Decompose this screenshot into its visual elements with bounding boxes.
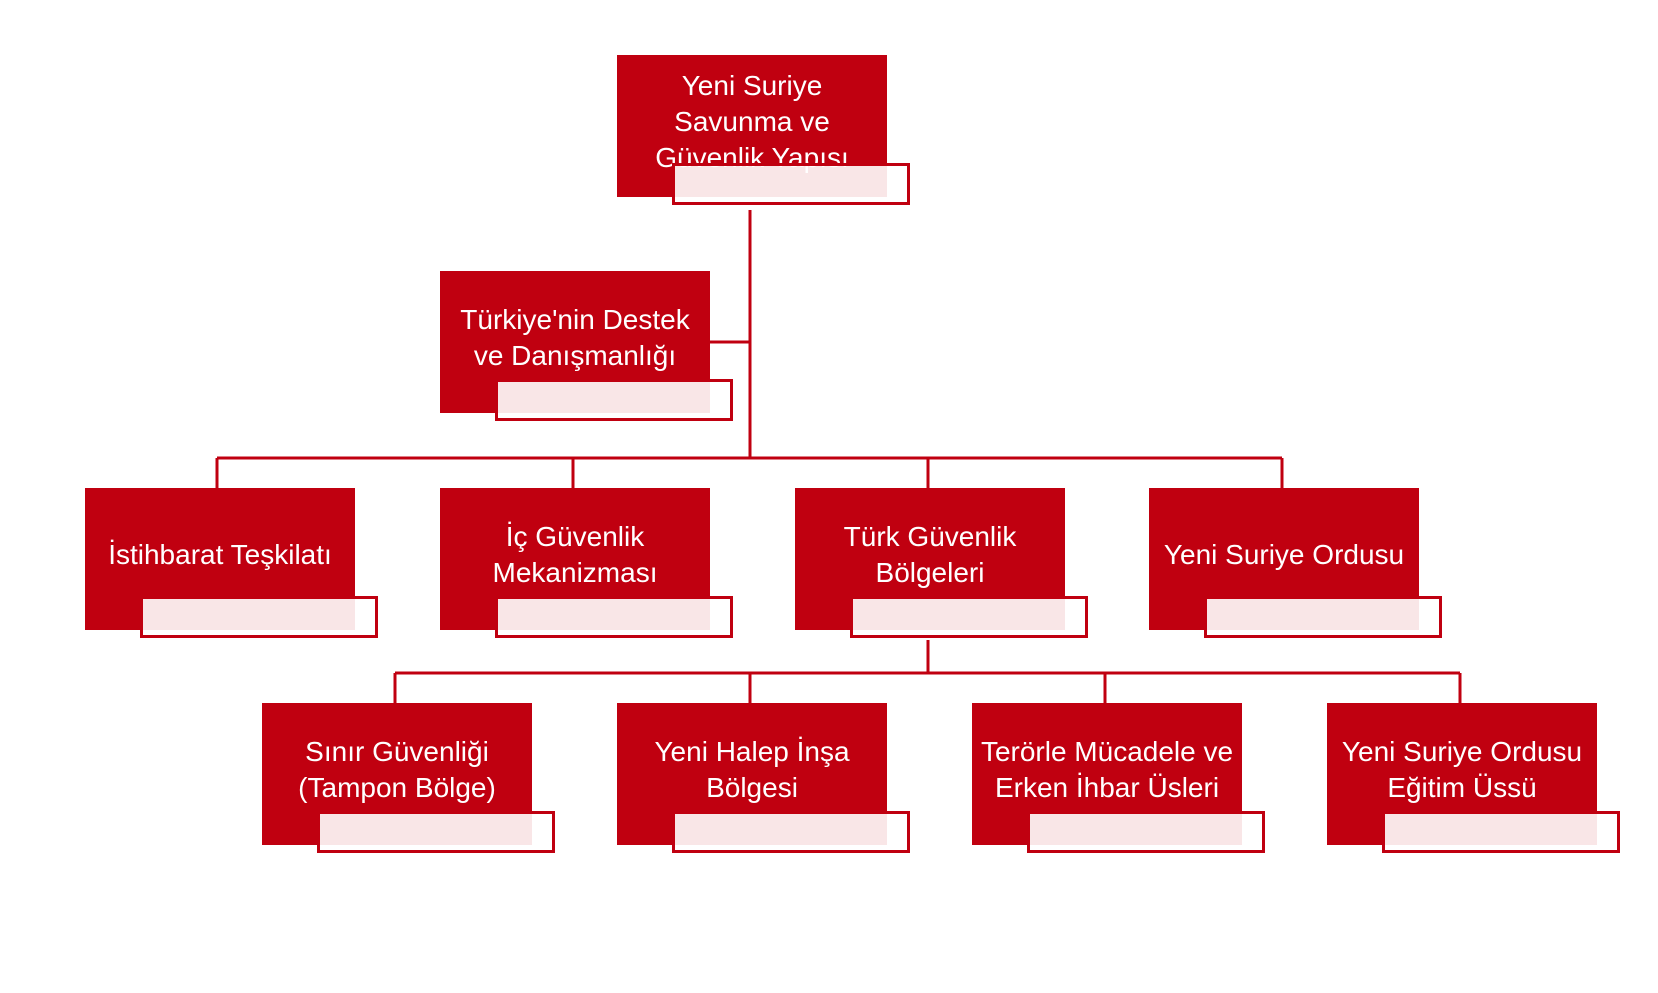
node-aleppo: Yeni Halep İnşa Bölgesi [617,703,910,853]
node-counter-terror: Terörle Mücadele ve Erken İhbar Üsleri [972,703,1265,853]
node-root-tag [672,163,910,205]
node-counter-terror-label: Terörle Mücadele ve Erken İhbar Üsleri [980,736,1234,803]
node-root-label: Yeni Suriye Savunma ve Güvenlik Yapısı [655,70,849,173]
node-root: Yeni Suriye Savunma ve Güvenlik Yapısı [617,55,910,205]
node-turkish-zones: Türk Güvenlik Bölgeleri [795,488,1088,638]
node-border-security: Sınır Güvenliği (Tampon Bölge) [262,703,555,853]
node-intelligence: İstihbarat Teşkilatı [85,488,378,638]
node-new-army: Yeni Suriye Ordusu [1149,488,1442,638]
node-training-base: Yeni Suriye Ordusu Eğitim Üssü [1327,703,1620,853]
node-support-tag [495,379,733,421]
node-turkish-zones-label: Türk Güvenlik Bölgeleri [843,521,1017,588]
node-support: Türkiye'nin Destek ve Danışmanlığı [440,271,733,421]
node-internal-security-label: İç Güvenlik Mekanizması [492,521,658,588]
node-new-army-tag [1204,596,1442,638]
node-internal-security-tag [495,596,733,638]
node-counter-terror-tag [1027,811,1265,853]
node-aleppo-tag [672,811,910,853]
node-turkish-zones-tag [850,596,1088,638]
node-support-label: Türkiye'nin Destek ve Danışmanlığı [460,304,690,371]
node-internal-security: İç Güvenlik Mekanizması [440,488,733,638]
node-border-security-tag [317,811,555,853]
node-new-army-label: Yeni Suriye Ordusu [1163,539,1405,570]
node-aleppo-label: Yeni Halep İnşa Bölgesi [654,736,850,803]
node-training-base-label: Yeni Suriye Ordusu Eğitim Üssü [1341,736,1583,803]
node-intelligence-label: İstihbarat Teşkilatı [108,539,332,570]
node-border-security-label: Sınır Güvenliği (Tampon Bölge) [298,736,496,803]
node-intelligence-tag [140,596,378,638]
node-training-base-tag [1382,811,1620,853]
